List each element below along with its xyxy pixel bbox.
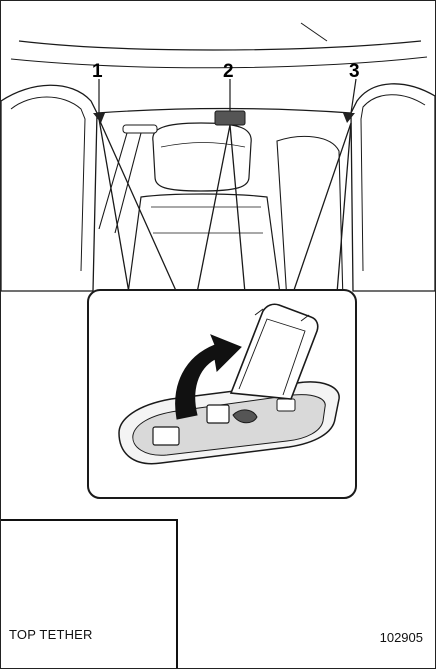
top-tether-legend-box: [1, 519, 178, 669]
tray-clip-center: [207, 405, 229, 423]
anchor-marker-2: [215, 111, 245, 125]
callout-3: 3: [349, 61, 360, 83]
right-seat-edge: [277, 136, 343, 301]
right-window: [351, 84, 435, 291]
tray-clip-right: [277, 399, 295, 411]
roof-line-mid: [11, 57, 427, 68]
seatbelt-left: [99, 133, 141, 233]
tray-clip-left: [153, 427, 179, 445]
roof-edge-right: [301, 23, 327, 41]
top-tether-label: TOP TETHER: [9, 627, 93, 642]
callout-1: 1: [92, 61, 103, 83]
rear-seatback: [127, 194, 281, 301]
figure-number: 102905: [380, 630, 423, 645]
seatbelt-guide: [123, 125, 157, 133]
callout-2: 2: [223, 61, 234, 83]
rear-headrest: [153, 123, 251, 191]
roof-line-top: [19, 41, 421, 50]
left-window: [1, 85, 97, 291]
